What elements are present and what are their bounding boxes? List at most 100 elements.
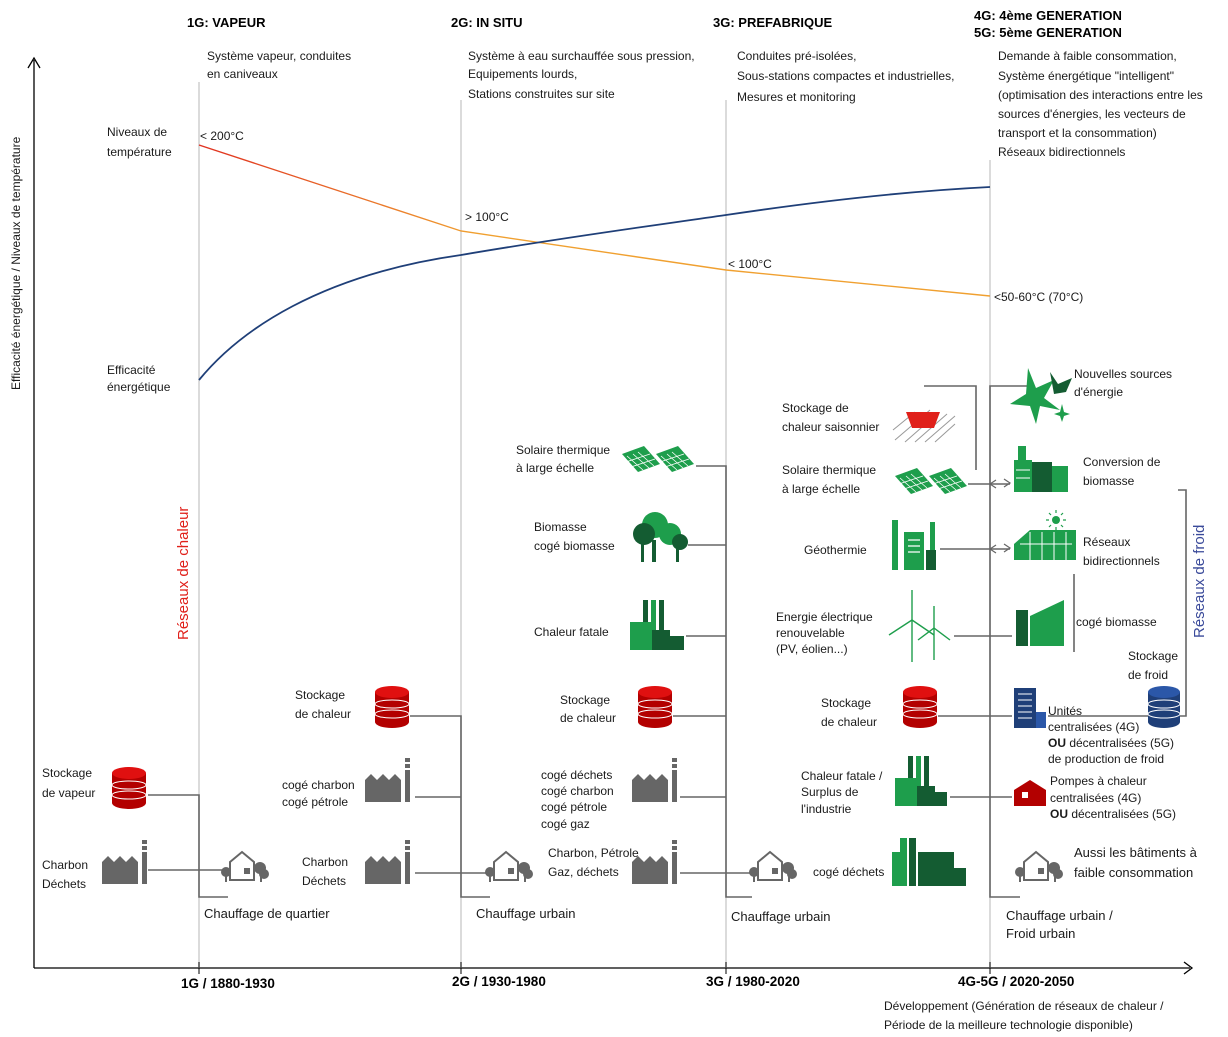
- district-house-icon: [748, 851, 798, 883]
- new-energy-star-icon: [1010, 368, 1072, 424]
- g4-solar-label: Solaire thermique: [782, 463, 876, 477]
- g5-bidir-label: Réseaux: [1083, 535, 1130, 549]
- g3-desc: Sous-stations compactes et industrielles…: [737, 69, 954, 83]
- g5-new-sources-label: Nouvelles sources: [1074, 367, 1172, 381]
- coal-plant-icon: [365, 840, 410, 884]
- g3-coge-label: cogé déchets: [541, 768, 612, 782]
- g3-source-label: Charbon, Pétrole: [548, 846, 639, 860]
- heat-storage-tank-icon: [637, 685, 673, 729]
- g4-waste-label: l'industrie: [801, 802, 852, 816]
- g1-output-label: Chauffage de quartier: [204, 906, 330, 921]
- efficiency-label: énergétique: [107, 380, 171, 394]
- seasonal-storage-icon: [892, 409, 956, 443]
- cold-network-label: Réseaux de froid: [1191, 525, 1208, 638]
- g2-desc: Stations construites sur site: [468, 87, 615, 101]
- g2-output-label: Chauffage urbain: [476, 906, 576, 921]
- biomass-coge-plant-icon: [1016, 600, 1064, 646]
- g4-coge-label: cogé déchets: [813, 865, 884, 879]
- heat-pump-icon: [1014, 780, 1046, 806]
- temp-point-3g: < 100°C: [728, 257, 772, 271]
- g4-desc: Demande à faible consommation,: [998, 49, 1177, 63]
- g4-seasonal-label: chaleur saisonnier: [782, 420, 879, 434]
- g2-source-label: Charbon: [302, 855, 348, 869]
- g1-desc: Système vapeur, conduites: [207, 49, 351, 63]
- bidirectional-greenhouse-icon: [1014, 510, 1076, 560]
- g4-waste-label: Chaleur fatale /: [801, 769, 883, 783]
- g3-biomass-label: Biomasse: [534, 520, 587, 534]
- g5-buildings-label: Aussi les bâtiments à: [1074, 845, 1198, 860]
- g3-coge-label: cogé pétrole: [541, 800, 607, 814]
- temp-point-2g: > 100°C: [465, 210, 509, 224]
- g1-source-label: Charbon: [42, 858, 88, 872]
- g4-desc: Système énergétique "intelligent": [998, 69, 1174, 83]
- temperature-label: température: [107, 145, 172, 159]
- g5-output-label: Chauffage urbain /: [1006, 908, 1113, 923]
- g1-storage-label: Stockage: [42, 766, 92, 780]
- g5-pumps-label: OU décentralisées (5G): [1050, 807, 1176, 821]
- g3-storage-label: de chaleur: [560, 711, 616, 725]
- efficiency-curve: [198, 186, 991, 381]
- coal-plant-icon: [632, 840, 677, 884]
- industry-waste-heat-icon: [895, 756, 947, 806]
- heat-storage-tank-icon: [902, 685, 938, 729]
- g4-desc: sources d'énergies, les vecteurs de: [998, 107, 1186, 121]
- g3-storage-label: Stockage: [560, 693, 610, 707]
- x-axis-label-2: Période de la meilleure technologie disp…: [884, 1018, 1133, 1032]
- wind-turbine-icon: [888, 590, 951, 662]
- biomass-conversion-icon: [1014, 446, 1068, 492]
- tick-4g5g: 4G-5G / 2020-2050: [958, 974, 1074, 989]
- g4-renew-label: Energie électrique: [776, 610, 873, 624]
- steam-storage-tank-icon: [111, 766, 147, 810]
- g2-desc: Système à eau surchauffée sous pression,: [468, 49, 695, 63]
- g3-desc: Mesures et monitoring: [737, 90, 856, 104]
- g3-waste-heat-label: Chaleur fatale: [534, 625, 609, 639]
- solar-thermal-icon: [621, 445, 695, 473]
- g1-title: 1G: VAPEUR: [187, 15, 266, 30]
- g5-units-label: de production de froid: [1048, 752, 1164, 766]
- g2-coge-label: cogé charbon: [282, 778, 355, 792]
- waste-heat-factory-icon: [630, 600, 684, 650]
- g1-storage-label: de vapeur: [42, 786, 95, 800]
- g5-cold-storage-label: de froid: [1128, 668, 1168, 682]
- g2-storage-label: Stockage: [295, 688, 345, 702]
- g2-title: 2G: IN SITU: [451, 15, 523, 30]
- heat-storage-tank-icon: [374, 685, 410, 729]
- heat-network-label: Réseaux de chaleur: [175, 507, 192, 640]
- temp-point-4g: <50-60°C (70°C): [994, 290, 1083, 304]
- g5-biomass-label: biomasse: [1083, 474, 1135, 488]
- g3-desc: Conduites pré-isolées,: [737, 49, 856, 63]
- g4-storage-label: de chaleur: [821, 715, 877, 729]
- g5-coge-bio-label: cogé biomasse: [1076, 615, 1157, 629]
- g3-solar-label: Solaire thermique: [516, 443, 610, 457]
- g3-coge-label: cogé gaz: [541, 817, 590, 831]
- g1-desc: en caniveaux: [207, 67, 278, 81]
- coal-plant-icon: [102, 840, 147, 884]
- g5-units-label: Unités: [1048, 704, 1082, 718]
- tick-2g: 2G / 1930-1980: [452, 974, 546, 989]
- g3-coge-label: cogé charbon: [541, 784, 614, 798]
- low-energy-house-icon: [1014, 851, 1064, 883]
- g4-solar-label: à large échelle: [782, 482, 860, 496]
- coge-plant-icon: [632, 758, 677, 802]
- g1-source-label: Déchets: [42, 877, 86, 891]
- efficiency-label: Efficacité: [107, 363, 156, 377]
- temp-point-1g: < 200°C: [200, 129, 244, 143]
- g5-buildings-label: faible consommation: [1074, 865, 1193, 880]
- geothermal-icon: [892, 520, 936, 570]
- g2-storage-label: de chaleur: [295, 707, 351, 721]
- g5-pumps-label: Pompes à chaleur: [1050, 774, 1147, 788]
- g5-units-label: OU décentralisées (5G): [1048, 736, 1174, 750]
- g4-waste-label: Surplus de: [801, 785, 859, 799]
- waste-coge-icon: [892, 838, 966, 886]
- solar-thermal-icon: [894, 467, 968, 495]
- g4-renew-label: renouvelable: [776, 626, 845, 640]
- x-axis-label-1: Développement (Génération de réseaux de …: [884, 999, 1164, 1013]
- g3-source-label: Gaz, déchets: [548, 865, 619, 879]
- g4-desc: transport et la consommation): [998, 126, 1157, 140]
- g5-title: 5G: 5ème GENERATION: [974, 25, 1122, 40]
- tick-3g: 3G / 1980-2020: [706, 974, 800, 989]
- g4-geo-label: Géothermie: [804, 543, 867, 557]
- coge-plant-icon: [365, 758, 410, 802]
- y-axis-label: Efficacité énergétique / Niveaux de temp…: [9, 136, 23, 390]
